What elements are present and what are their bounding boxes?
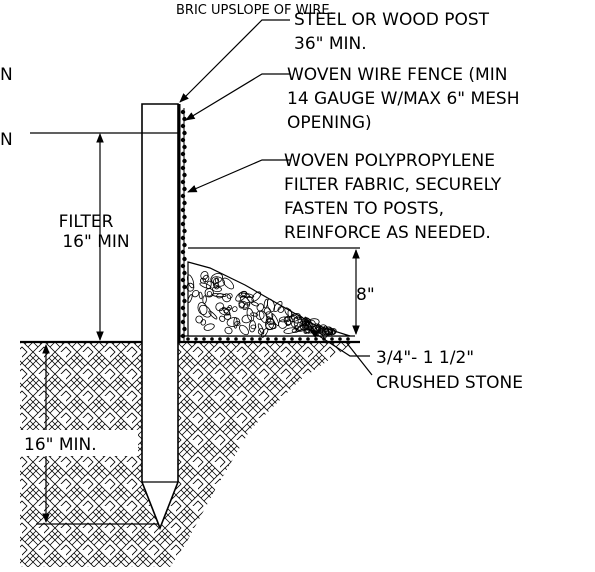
post-label-line2: 36" MIN. — [294, 34, 367, 54]
stone-height-dimension — [188, 247, 360, 335]
fence-post — [141, 103, 179, 531]
leader-lines — [179, 19, 373, 376]
crushed-stone-pile — [186, 261, 351, 339]
stone-label-line1: 3/4"- 1 1/2" — [376, 348, 474, 368]
fabric-label-line3: FASTEN TO POSTS, — [284, 199, 444, 219]
top-clipped-label: BRIC UPSLOPE OF WIRE. — [176, 3, 334, 18]
left-clipped-letter-2: N — [0, 130, 13, 150]
embed-dimension — [20, 344, 158, 525]
wire-fence-label-line3: OPENING) — [287, 113, 372, 133]
post-label-line1: STEEL OR WOOD POST — [294, 10, 490, 30]
wire-fence-label-line1: WOVEN WIRE FENCE (MIN — [287, 65, 507, 85]
filter-dim-line1: FILTER — [59, 212, 114, 232]
fabric-label-line4: REINFORCE AS NEEDED. — [284, 223, 491, 243]
left-clipped-letter-1: N — [0, 65, 13, 85]
embed-dim-label: 16" MIN. — [24, 435, 97, 455]
wire-fence-label-line2: 14 GAUGE W/MAX 6" MESH — [287, 89, 520, 109]
stone-height-label: 8" — [356, 285, 375, 305]
stone-label-line2: CRUSHED STONE — [376, 373, 523, 393]
fabric-label-line2: FILTER FABRIC, SECURELY — [284, 175, 502, 195]
filter-dim-line2: 16" MIN — [62, 232, 129, 252]
fabric-label-line1: WOVEN POLYPROPYLENE — [284, 151, 495, 171]
